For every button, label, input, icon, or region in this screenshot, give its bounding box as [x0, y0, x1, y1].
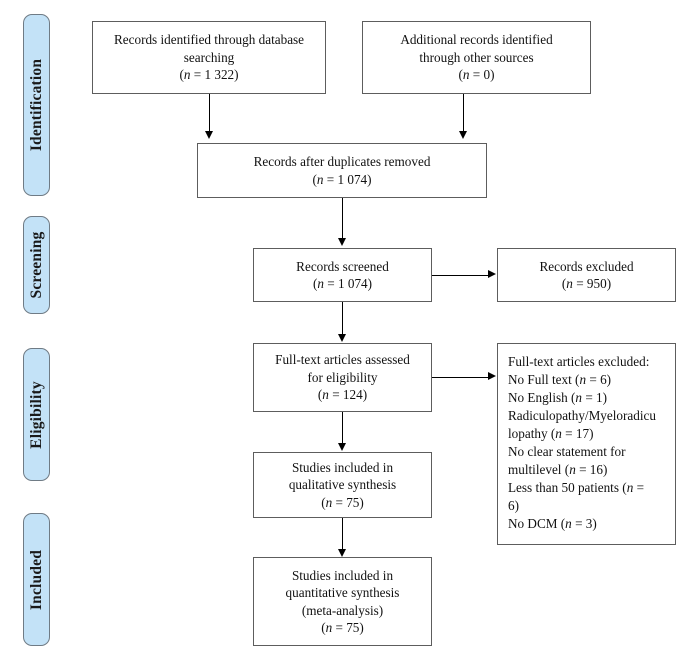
phase-tab-identification-label: Identification: [27, 58, 45, 152]
arrowhead-other-sources-to-duplicates: [458, 131, 467, 139]
connector-screened-to-fulltext: [342, 302, 343, 335]
phase-tab-included: Included: [23, 513, 50, 646]
connector-qualitative-to-quantitative: [342, 518, 343, 550]
arrowhead-fulltext-to-excluded: [488, 372, 496, 381]
connector-fulltext-to-qualitative: [342, 412, 343, 444]
arrowhead-screened-to-excluded: [488, 270, 496, 279]
arrowhead-qualitative-to-quantitative: [337, 549, 346, 557]
box-studies-qualitative-synthesis-text: Studies included in qualitative synthesi…: [288, 459, 397, 510]
box-additional-records-other-sources-text: Additional records identified through ot…: [400, 32, 553, 83]
box-fulltext-articles-excluded-text: Full-text articles excluded: No Full tex…: [508, 354, 656, 531]
box-records-screened-text: Records screened (n = 1 074): [296, 258, 389, 291]
box-studies-quantitative-synthesis: Studies included in quantitative synthes…: [253, 557, 432, 646]
arrowhead-screened-to-fulltext: [337, 334, 346, 342]
phase-tab-eligibility: Eligibility: [23, 348, 50, 481]
phase-tab-eligibility-label: Eligibility: [27, 380, 45, 449]
box-records-after-duplicates-removed: Records after duplicates removed (n = 1 …: [197, 143, 487, 198]
box-fulltext-articles-assessed-text: Full-text articles assessed for eligibil…: [275, 352, 410, 403]
phase-tab-identification: Identification: [23, 14, 50, 196]
connector-duplicates-to-screened: [342, 198, 343, 239]
box-records-identified-database-text: Records identified through database sear…: [113, 32, 305, 83]
box-additional-records-other-sources: Additional records identified through ot…: [362, 21, 591, 94]
box-fulltext-articles-assessed: Full-text articles assessed for eligibil…: [253, 343, 432, 412]
box-studies-qualitative-synthesis: Studies included in qualitative synthesi…: [253, 452, 432, 518]
phase-tab-screening-label: Screening: [27, 231, 45, 299]
box-fulltext-articles-excluded: Full-text articles excluded: No Full tex…: [497, 343, 676, 545]
arrowhead-database-to-duplicates: [204, 131, 213, 139]
connector-database-to-duplicates: [209, 94, 210, 132]
connector-fulltext-to-excluded: [432, 377, 488, 378]
box-records-screened: Records screened (n = 1 074): [253, 248, 432, 302]
box-records-excluded-text: Records excluded (n = 950): [539, 258, 634, 291]
box-records-identified-database: Records identified through database sear…: [92, 21, 326, 94]
arrowhead-duplicates-to-screened: [337, 238, 346, 246]
box-records-after-duplicates-removed-text: Records after duplicates removed (n = 1 …: [253, 154, 431, 187]
connector-other-sources-to-duplicates: [463, 94, 464, 132]
arrowhead-fulltext-to-qualitative: [337, 443, 346, 451]
box-records-excluded: Records excluded (n = 950): [497, 248, 676, 302]
connector-screened-to-excluded: [432, 275, 488, 276]
phase-tab-included-label: Included: [27, 549, 45, 610]
phase-tab-screening: Screening: [23, 216, 50, 314]
box-studies-quantitative-synthesis-text: Studies included in quantitative synthes…: [285, 567, 400, 635]
